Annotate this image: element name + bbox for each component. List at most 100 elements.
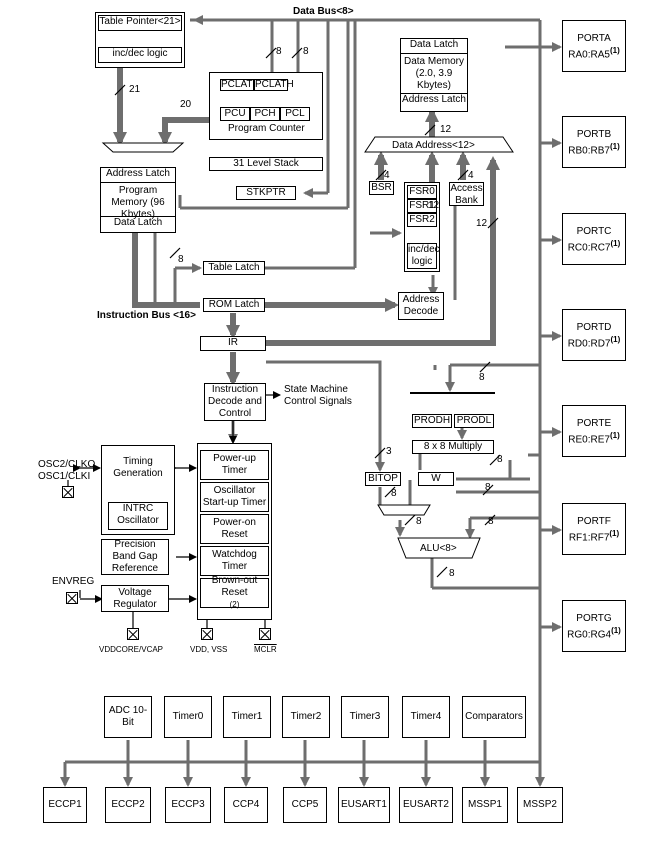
alu-shape <box>397 537 481 559</box>
eusart2-block: EUSART2 <box>399 787 453 823</box>
power-up-timer: Power-up Timer <box>200 450 269 480</box>
comparators-block: Comparators <box>462 696 526 738</box>
ir-register: IR <box>200 336 266 351</box>
vdd-label: VDD, VSS <box>190 645 228 654</box>
dm-data-latch: Data Latch <box>401 39 467 54</box>
width-4-access: 4 <box>468 170 474 181</box>
program-memory-block: Address Latch Program Memory (96 Kbytes)… <box>100 167 176 233</box>
vdd-pin-icon <box>201 628 213 640</box>
power-on-reset: Power-on Reset <box>200 514 269 544</box>
port-d-name: PORTD <box>576 322 612 333</box>
width-8-mux: 8 <box>416 516 422 527</box>
port-c-name: PORTC <box>576 226 612 237</box>
width-3: 3 <box>386 446 392 457</box>
ccp5-block: CCP5 <box>283 787 327 823</box>
width-8-mult: 8 <box>479 372 485 383</box>
level-stack: 31 Level Stack <box>209 157 323 171</box>
eccp1-block: ECCP1 <box>43 787 87 823</box>
data-memory-block: Data Latch Data Memory (2.0, 3.9 Kbytes)… <box>400 38 468 112</box>
multiplier: 8 x 8 Multiply <box>412 440 494 454</box>
data-address-mux <box>364 136 514 153</box>
brown-out-reset: Brown-out Reset(2) <box>200 575 269 609</box>
vddcore-label: VDDCORE/VCAP <box>99 645 164 654</box>
port-e-pins-text: RE0:RE7 <box>568 434 610 446</box>
port-g-pins-text: RG0:RG4 <box>567 629 612 641</box>
timer3-block: Timer3 <box>341 696 389 738</box>
width-8-w-b: 8 <box>485 482 491 493</box>
bitop: BITOP <box>365 472 401 486</box>
width-8-table: 8 <box>178 254 184 265</box>
port-a-pins-text: RA0:RA5 <box>568 49 610 61</box>
ccp4-block: CCP4 <box>224 787 268 823</box>
eccp2-block: ECCP2 <box>105 787 151 823</box>
port-a: PORTA RA0:RA5(1) <box>562 20 626 72</box>
dm-address-latch: Address Latch <box>402 94 466 105</box>
port-f: PORTF RF1:RF7(1) <box>562 503 626 555</box>
port-d-pins-text: RD0:RD7 <box>567 338 611 350</box>
table-pointer-block: Table Pointer<21> inc/dec logic <box>95 12 185 68</box>
intrc-oscillator: INTRC Oscillator <box>108 502 168 530</box>
width-20: 20 <box>180 99 192 110</box>
port-e-pins: RE0:RE7(1) <box>563 430 625 446</box>
fsr2: FSR2 <box>407 213 437 227</box>
timer1-block: Timer1 <box>223 696 271 738</box>
table-pointer-incdec: inc/dec logic <box>98 47 182 63</box>
oscillator-startup-timer: Oscillator Start-up Timer <box>200 482 269 512</box>
instruction-bus-label: Instruction Bus <16> <box>97 310 196 321</box>
precision-band-gap: Precision Band Gap Reference <box>101 539 169 575</box>
port-f-note: (1) <box>609 529 620 538</box>
port-f-name: PORTF <box>577 516 611 527</box>
instruction-decode: Instruction Decode and Control <box>204 383 266 421</box>
pm-data-latch: Data Latch <box>113 217 163 228</box>
port-g-name: PORTG <box>576 613 612 624</box>
fsr-block: FSR0 FSR1 FSR2 inc/dec logic <box>404 182 440 272</box>
table-latch: Table Latch <box>203 261 265 275</box>
bitop-mux <box>377 504 431 516</box>
port-g-pins: RG0:RG4(1) <box>563 625 625 641</box>
mssp2-block: MSSP2 <box>517 787 563 823</box>
data-bus-label: Data Bus<8> <box>293 6 354 17</box>
prodl-register: PRODL <box>454 414 494 428</box>
width-12-da: 12 <box>440 124 452 135</box>
pcl-register: PCL <box>280 107 310 121</box>
address-decode: Address Decode <box>398 292 444 320</box>
width-21: 21 <box>129 84 141 95</box>
dm-memory: Data Memory (2.0, 3.9 Kbytes) <box>401 54 467 94</box>
pclath-register: PCLATH <box>254 79 294 91</box>
osc-pins-label: OSC2/CLKO OSC1/CLKI <box>38 459 96 482</box>
adc-block: ADC 10-Bit <box>104 696 152 738</box>
port-c-pins: RC0:RC7(1) <box>563 238 625 254</box>
pm-address-latch: Address Latch <box>101 168 175 183</box>
fsr-incdec: inc/dec logic <box>407 243 440 269</box>
prodh-register: PRODH <box>412 414 452 428</box>
width-8-pch: 8 <box>276 46 282 57</box>
width-4-bsr: 4 <box>384 170 390 181</box>
watchdog-timer: Watchdog Timer <box>200 546 269 576</box>
pcu-register: PCU <box>220 107 250 121</box>
mclr-label: MCLR <box>254 645 277 654</box>
brown-out-reset-label: Brown-out Reset <box>211 575 258 598</box>
port-e-note: (1) <box>609 431 620 440</box>
envreg-label: ENVREG <box>52 576 95 587</box>
port-b-note: (1) <box>609 142 620 151</box>
port-c: PORTC RC0:RC7(1) <box>562 213 626 265</box>
bsr-register: BSR <box>369 181 394 195</box>
width-8-alu-in: 8 <box>488 516 494 527</box>
envreg-pin-icon <box>66 592 78 604</box>
mult-top-bar <box>410 392 495 394</box>
port-f-pins: RF1:RF7(1) <box>563 528 625 544</box>
width-8-w-a: 8 <box>497 454 503 465</box>
w-register: W <box>418 472 454 486</box>
pm-memory: Program Memory (96 Kbytes) <box>101 183 175 220</box>
pch-register: PCH <box>250 107 280 121</box>
port-a-name: PORTA <box>577 33 611 44</box>
program-counter-block: PCLATU PCLATH PCU PCH PCL Program Counte… <box>209 72 323 140</box>
timer0-block: Timer0 <box>164 696 212 738</box>
fsr1: FSR1 <box>407 199 437 213</box>
width-8-pcl: 8 <box>303 46 309 57</box>
port-d-note: (1) <box>610 335 621 344</box>
port-d-pins: RD0:RD7(1) <box>563 334 625 350</box>
mssp1-block: MSSP1 <box>462 787 508 823</box>
timer2-block: Timer2 <box>282 696 330 738</box>
port-g-note: (1) <box>611 626 621 635</box>
